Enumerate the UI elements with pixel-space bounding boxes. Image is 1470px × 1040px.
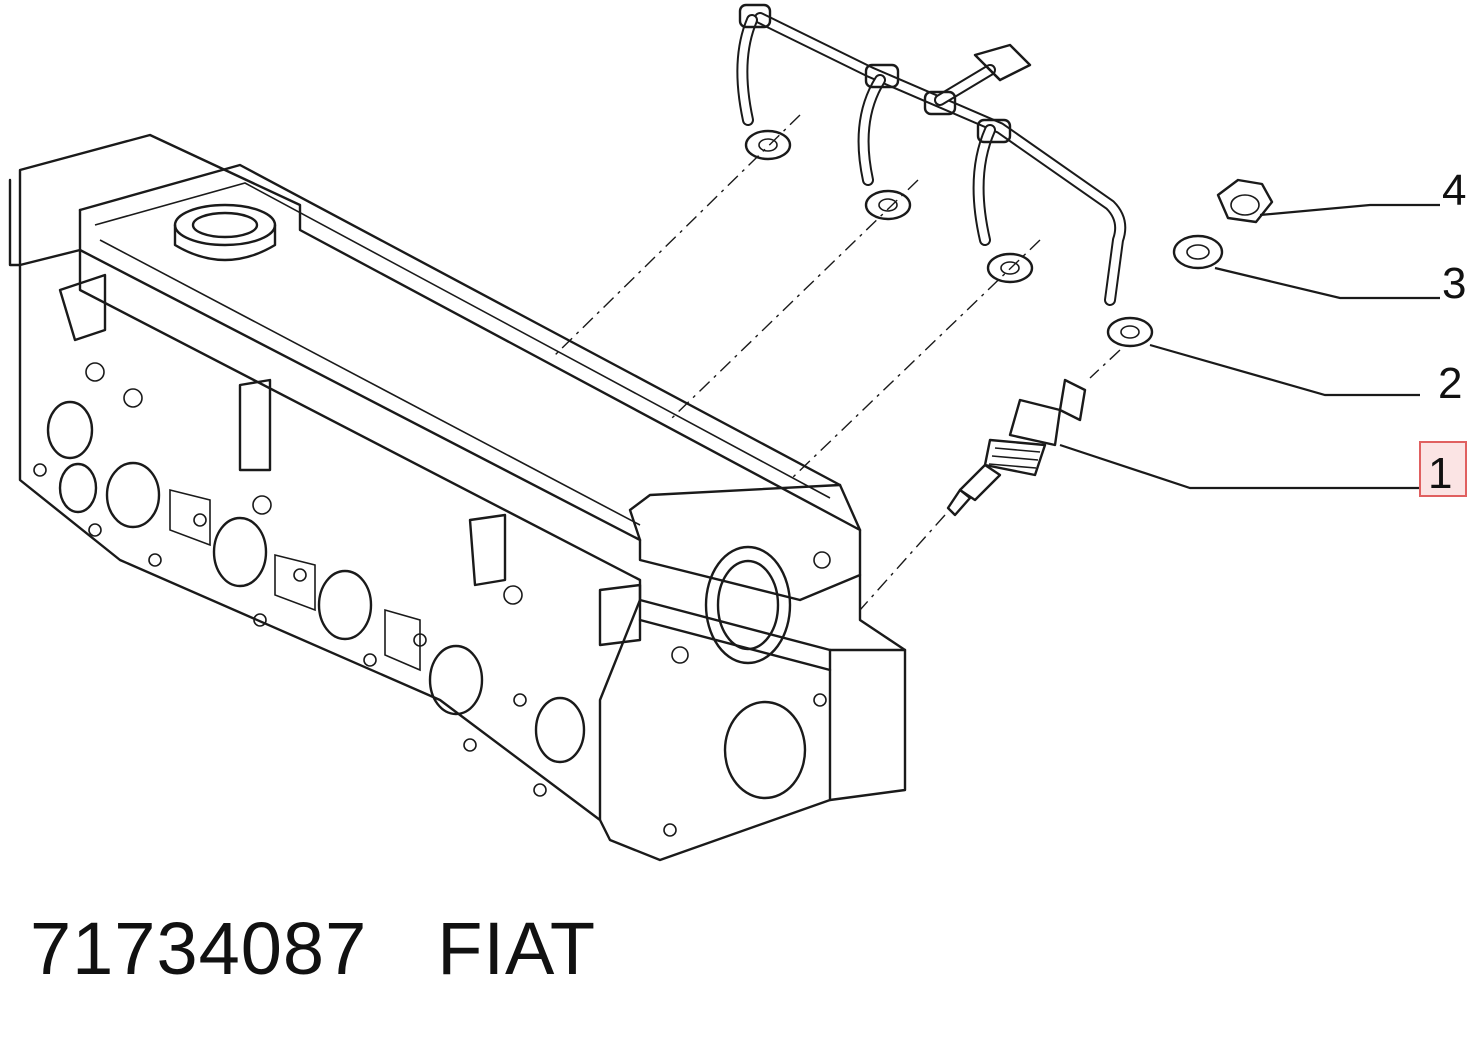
part-caption: 71734087 FIAT (30, 906, 666, 991)
washer-part (1172, 234, 1224, 270)
glow-plug-part (946, 378, 1087, 517)
leader-lines (1059, 203, 1440, 490)
callout-label-3: 3 (1442, 259, 1466, 308)
assembly-center-lines (554, 114, 1121, 611)
callout-2: 2 (1438, 359, 1462, 408)
callout-4: 4 (1442, 166, 1466, 215)
glow-plug-wiring-harness (736, 3, 1154, 348)
ring-terminals (744, 129, 1154, 348)
callout-label-2: 2 (1438, 359, 1462, 408)
cylinder-head-illustration (8, 133, 907, 862)
bolt-holes (33, 362, 831, 837)
callout-1-highlighted[interactable]: 1 (1419, 441, 1467, 498)
nut-part (1216, 178, 1274, 224)
callout-1-highlight-box (1419, 441, 1467, 497)
part-number: 71734087 (30, 907, 368, 990)
callout-3: 3 (1442, 259, 1466, 308)
callout-label-1: 1 (1428, 449, 1452, 498)
brand-name: FIAT (437, 907, 597, 990)
port-openings (46, 400, 807, 800)
callout-label-4: 4 (1442, 166, 1466, 215)
